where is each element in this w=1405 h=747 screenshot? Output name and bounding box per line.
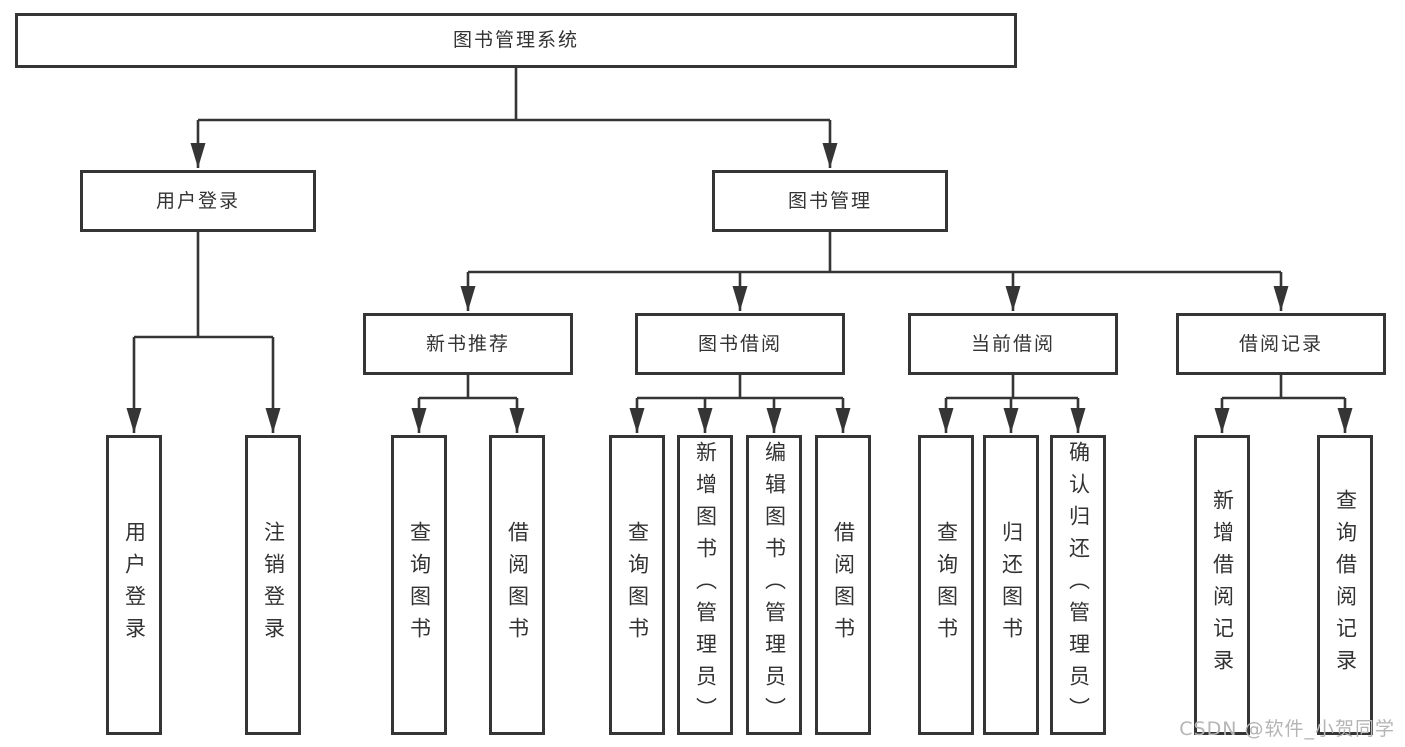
node-library-management-system: 图书管理系统 bbox=[15, 13, 1017, 68]
node-book-borrowing: 图书借阅 bbox=[635, 313, 845, 375]
leaf-query-books: 查询图书 bbox=[391, 435, 447, 735]
leaf-logout: 注销登录 bbox=[245, 435, 301, 735]
node-book-management-branch: 图书管理 bbox=[712, 170, 948, 232]
leaf-query-books: 查询图书 bbox=[918, 435, 974, 735]
leaf-borrow-books: 借阅图书 bbox=[815, 435, 871, 735]
watermark: CSDN @软件_小贺同学 bbox=[1179, 718, 1395, 740]
leaf-query-books: 查询图书 bbox=[609, 435, 665, 735]
node-current-borrowing: 当前借阅 bbox=[908, 313, 1118, 375]
leaf-add-book-admin: 新增图书（管理员） bbox=[677, 435, 733, 735]
node-user-login-branch: 用户登录 bbox=[80, 170, 316, 232]
node-new-book-recommend: 新书推荐 bbox=[363, 313, 573, 375]
leaf-add-borrow-record: 新增借阅记录 bbox=[1194, 435, 1250, 735]
leaf-edit-book-admin: 编辑图书（管理员） bbox=[746, 435, 802, 735]
node-borrowing-records: 借阅记录 bbox=[1176, 313, 1386, 375]
leaf-query-borrow-record: 查询借阅记录 bbox=[1317, 435, 1373, 735]
leaf-confirm-return-admin: 确认归还（管理员） bbox=[1050, 435, 1106, 735]
connector-skeleton bbox=[134, 68, 1345, 400]
leaf-borrow-books: 借阅图书 bbox=[489, 435, 545, 735]
leaf-return-books: 归还图书 bbox=[983, 435, 1039, 735]
leaf-user-login: 用户登录 bbox=[106, 435, 162, 735]
